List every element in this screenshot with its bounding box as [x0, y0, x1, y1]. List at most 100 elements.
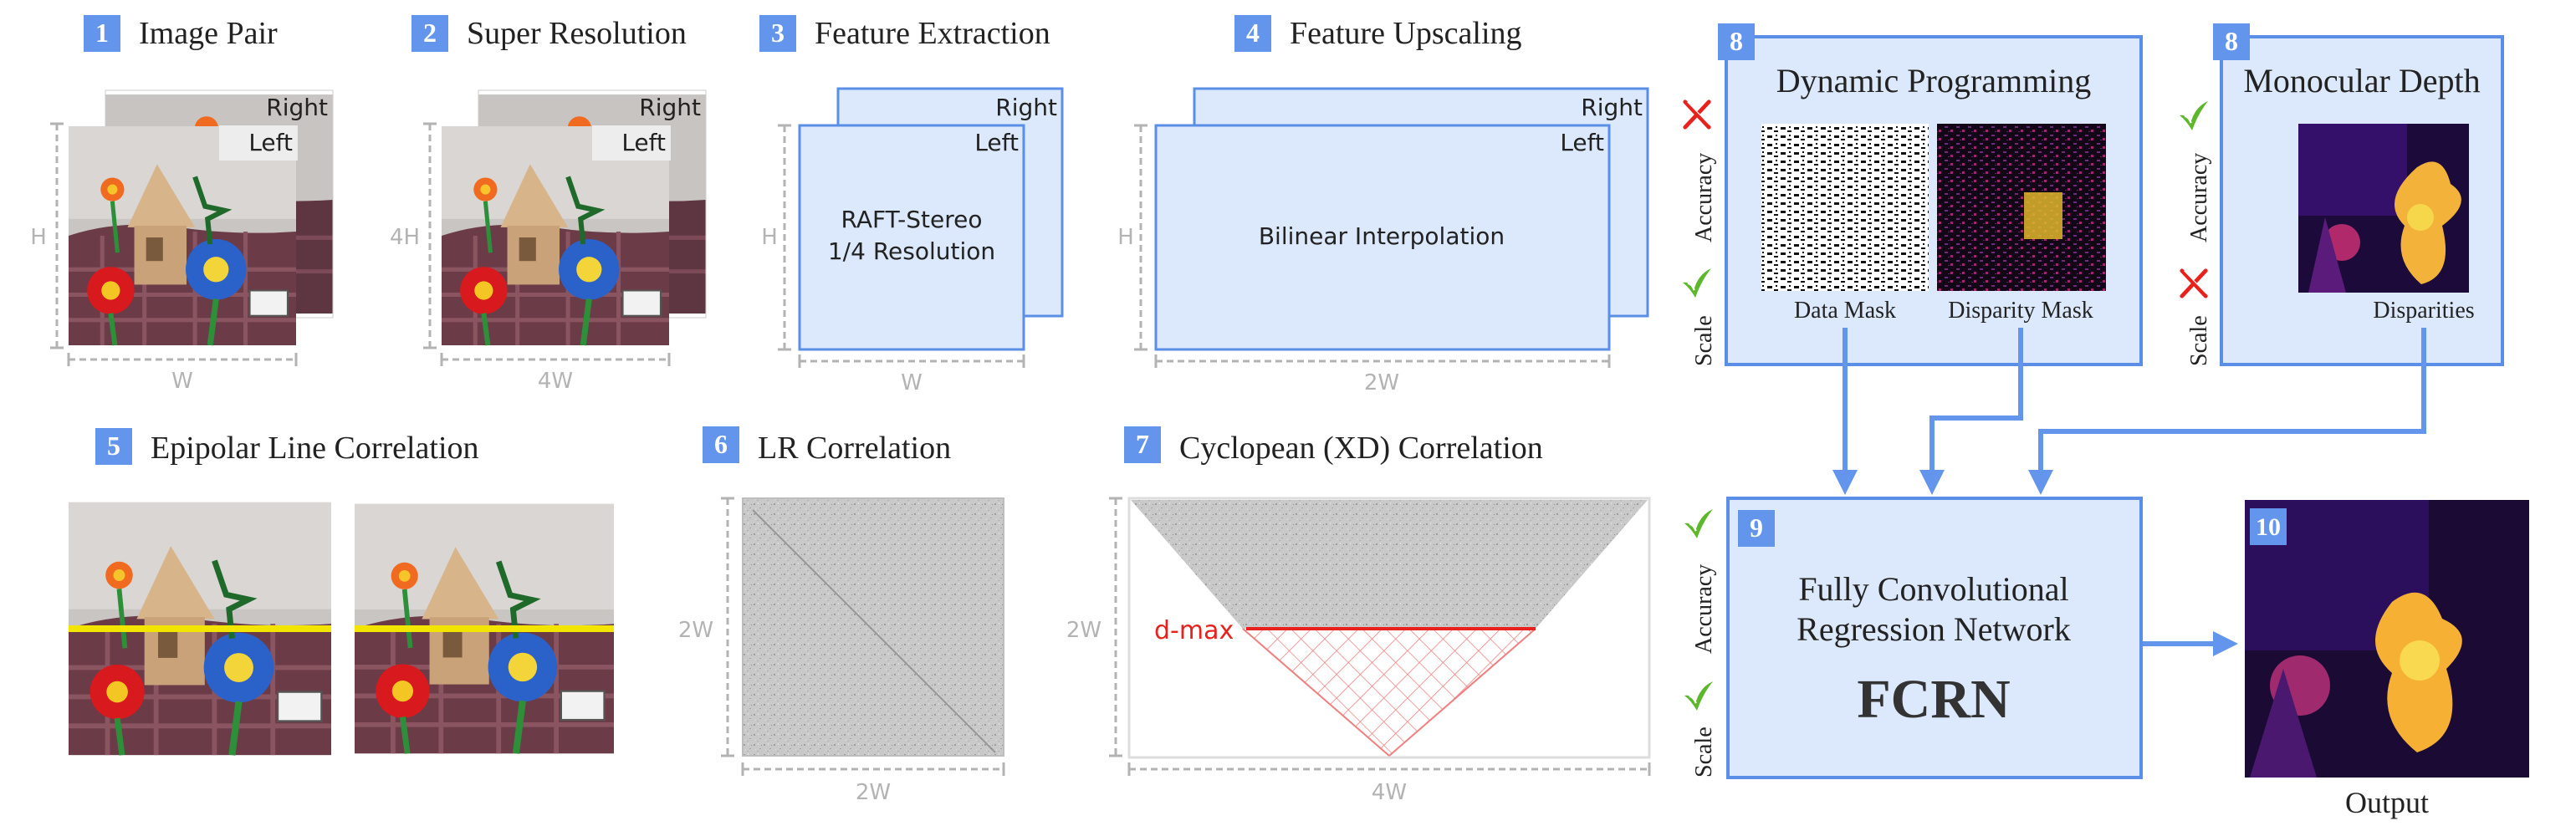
data-mask-image — [1761, 124, 1929, 291]
fcrn-title-line-2: Regression Network — [1797, 610, 2071, 648]
right-label: Right — [1581, 94, 1643, 121]
raft-stereo-label: RAFT-Stereo — [841, 206, 983, 233]
accuracy-check-icon — [1684, 508, 1714, 539]
left-label: Left — [248, 129, 293, 156]
right-label: Right — [639, 94, 701, 121]
disparities-image — [2298, 124, 2469, 293]
scale-label: Scale — [1691, 315, 1717, 366]
stage-8-monocular-depth: 8 Monocular Depth Disparities Accuracy S… — [2179, 23, 2504, 366]
stage-title: Super Resolution — [467, 16, 687, 51]
left-label: Left — [974, 129, 1019, 156]
2w-label: 2W — [1066, 618, 1101, 643]
stage-number: 1 — [95, 18, 109, 48]
stage-badge — [1738, 510, 1775, 547]
stage-6-lr-correlation: 6 LR Correlation 2W 2W — [678, 426, 1005, 805]
left-feature-map — [798, 124, 1025, 351]
disparity-mask-image — [1937, 124, 2106, 291]
4h-label: 4H — [390, 225, 420, 250]
stage-9-fcrn: 9 Fully Convolutional Regression Network… — [1684, 497, 2143, 779]
2w-label: 2W — [1364, 370, 1399, 395]
stage-number: 7 — [1136, 429, 1149, 459]
data-mask-label: Data Mask — [1794, 298, 1896, 324]
stage-10-output: 10 Output — [2245, 500, 2529, 819]
scale-check-icon — [1682, 268, 1712, 298]
stage-1-image-pair: 1 Image Pair Right Left H W — [30, 15, 334, 394]
stage-number: 2 — [423, 18, 437, 48]
masked-region — [1243, 629, 1536, 756]
left-upscaled-map — [1154, 124, 1611, 351]
scale-label: Scale — [1691, 727, 1717, 778]
4w-label: 4W — [1372, 780, 1407, 805]
stage-title: Monocular Depth — [2243, 62, 2480, 99]
stage-number: 4 — [1246, 18, 1260, 48]
fcrn-title-line-1: Fully Convolutional — [1798, 570, 2068, 608]
left-epipolar-image — [69, 502, 331, 755]
stage-badge — [703, 426, 739, 463]
stage-3-feature-extraction: 3 Feature Extraction Right Left RAFT-Ste… — [759, 15, 1064, 395]
right-label: Right — [995, 94, 1057, 121]
4w-label: 4W — [538, 369, 573, 394]
right-epipolar-image — [355, 504, 614, 754]
fcrn-box — [1726, 497, 2143, 779]
output-caption: Output — [2345, 786, 2429, 819]
dimension-w: W — [67, 353, 298, 394]
stage-number: 8 — [1730, 26, 1743, 56]
h-label: H — [30, 225, 47, 250]
correlation-region — [1131, 500, 1648, 629]
stage-title: Epipolar Line Correlation — [151, 431, 479, 466]
h-label: H — [761, 225, 778, 250]
h-label: H — [1117, 225, 1134, 250]
left-label: Left — [621, 129, 666, 156]
disparities-label: Disparities — [2373, 298, 2474, 324]
accuracy-label: Accuracy — [1691, 153, 1717, 242]
dimension-4h: 4H — [390, 122, 437, 349]
stage-title: Feature Upscaling — [1290, 16, 1522, 51]
stage-number: 5 — [107, 431, 120, 461]
d-max-label: d-max — [1154, 616, 1234, 645]
scale-label: Scale — [2186, 315, 2212, 366]
stage-title: Dynamic Programming — [1776, 62, 2092, 99]
left-image: Left — [442, 125, 671, 345]
stage-badge — [1234, 15, 1271, 52]
stage-badge — [84, 15, 120, 52]
stage-number: 3 — [771, 18, 785, 48]
disparity-mask-label: Disparity Mask — [1948, 298, 2093, 324]
resolution-label: 1/4 Resolution — [828, 237, 995, 265]
stage-number: 9 — [1750, 512, 1763, 543]
stage-2-super-resolution: 2 Super Resolution Right Left 4H 4W — [390, 15, 707, 394]
right-label: Right — [266, 94, 328, 121]
scale-check-icon — [1684, 681, 1714, 711]
stage-badge — [759, 15, 796, 52]
arrow-disparities-to-fcrn — [2028, 328, 2426, 495]
w-label: W — [901, 370, 923, 395]
connector-arrows — [1832, 328, 2426, 656]
stage-badge — [2213, 23, 2250, 60]
stage-badge — [411, 15, 448, 52]
stage-badge — [2250, 508, 2287, 545]
left-image: Left — [69, 125, 298, 345]
2w-label: 2W — [678, 618, 713, 643]
stage-7-cyclopean-correlation: 7 Cyclopean (XD) Correlation d-max 2W 4W — [1066, 426, 1651, 805]
bilinear-label: Bilinear Interpolation — [1259, 222, 1505, 250]
stage-title: LR Correlation — [758, 431, 951, 466]
accuracy-label: Accuracy — [2186, 153, 2212, 242]
dimension-4w: 4W — [440, 353, 671, 394]
stage-8-dynamic-programming: 8 Dynamic Programming Data Mask Disparit… — [1682, 23, 2143, 366]
arrow-disparity-mask-to-fcrn — [1919, 328, 2023, 495]
stage-badge — [95, 428, 132, 465]
w-label: W — [171, 369, 193, 394]
scale-cross-icon — [2182, 271, 2206, 296]
stage-number: 6 — [714, 429, 728, 459]
fcrn-acronym: FCRN — [1857, 669, 2010, 730]
stage-title: Feature Extraction — [815, 16, 1050, 51]
output-depth-image — [2245, 500, 2529, 778]
stage-badge — [1124, 426, 1161, 463]
stage-number: 8 — [2225, 26, 2238, 56]
lr-correlation-volume — [742, 497, 1004, 757]
accuracy-cross-icon — [1685, 102, 1710, 127]
stage-title: Cyclopean (XD) Correlation — [1179, 431, 1543, 466]
dimension-h: H — [30, 122, 64, 349]
stage-4-feature-upscaling: 4 Feature Upscaling Right Left Bilinear … — [1117, 15, 1649, 395]
